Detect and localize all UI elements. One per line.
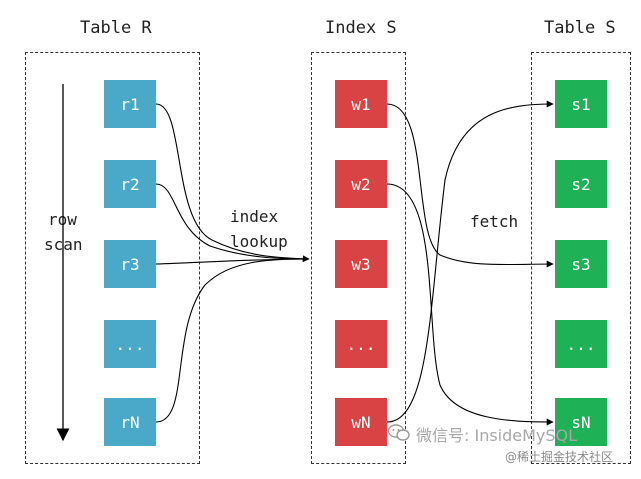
- index-s-entry-1: w1: [335, 80, 387, 128]
- fetch-label: fetch: [470, 212, 519, 231]
- table-s-row-3: s3: [555, 240, 607, 288]
- index-s-entry-3: w3: [335, 240, 387, 288]
- lookup-curve-rn: [155, 258, 310, 423]
- table-s-frame: [531, 52, 631, 464]
- watermark-sub-text: @稀土掘金技术社区: [505, 450, 614, 464]
- index-lookup-label: index lookup: [230, 205, 288, 255]
- table-r-row-3: r3: [104, 240, 156, 288]
- fetch-curve-w2: [386, 183, 554, 426]
- table-s-row-1: s1: [555, 80, 607, 128]
- watermark-text: 微信号: InsideMySQL: [416, 426, 578, 445]
- index-lookup-label-line-1: index: [230, 207, 279, 226]
- table-r-row-n: rN: [104, 398, 156, 446]
- table-s-row-n: sN: [555, 398, 607, 446]
- fetch-curve-wn: [386, 100, 554, 423]
- table-s-row-ellipsis: ...: [555, 320, 607, 368]
- table-s-row-2: s2: [555, 160, 607, 208]
- fetch-curve-w1: [386, 103, 554, 268]
- table-s-title: Table S: [544, 18, 616, 38]
- table-r-frame: [25, 52, 200, 464]
- index-s-entry-n: wN: [335, 398, 387, 446]
- index-s-frame: [311, 52, 406, 464]
- table-r-row-2: r2: [104, 160, 156, 208]
- index-s-title: Index S: [325, 18, 397, 38]
- wechat-icon: [387, 424, 410, 442]
- index-s-entry-2: w2: [335, 160, 387, 208]
- lookup-curve-r2: [155, 183, 310, 260]
- table-r-row-1: r1: [104, 80, 156, 128]
- table-r-row-ellipsis: ...: [104, 320, 156, 368]
- index-s-entry-ellipsis: ...: [335, 320, 387, 368]
- lookup-curve-r1: [155, 103, 310, 263]
- index-lookup-label-line-2: lookup: [230, 231, 288, 251]
- table-r-title: Table R: [80, 18, 152, 38]
